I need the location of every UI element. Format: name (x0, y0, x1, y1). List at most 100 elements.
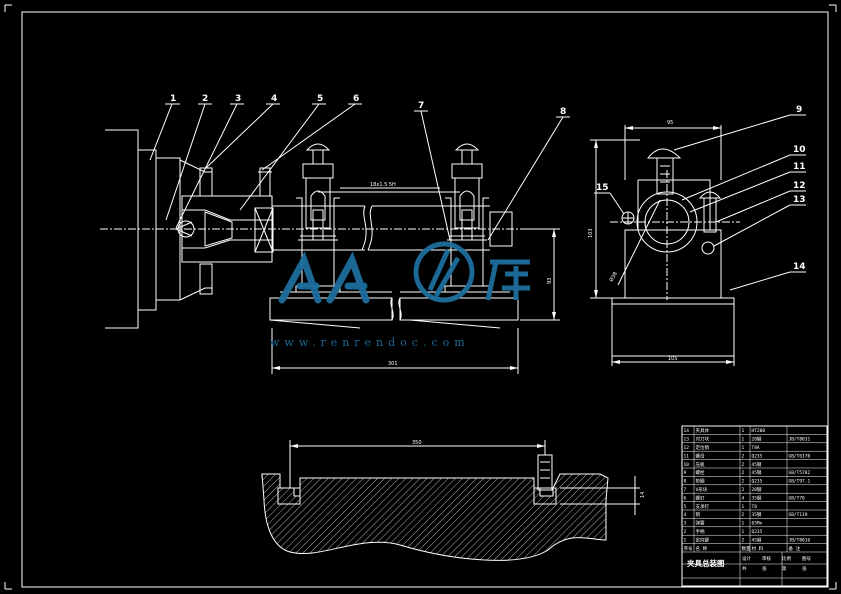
tb-label: 设计 (742, 555, 751, 562)
balloon-4: 4 (271, 94, 277, 104)
tb-label: 张 (802, 565, 807, 572)
tb-cell-no: 12 (684, 445, 690, 451)
tb-cell-no: 10 (684, 462, 690, 468)
tb-cell-material: HT200 (752, 428, 766, 434)
tb-cell-note: GB/T119 (789, 512, 808, 518)
dim-side-width: 95 (667, 120, 673, 126)
balloon-12: 12 (793, 181, 806, 191)
tb-cell-name: 手柄 (696, 528, 705, 535)
tb-cell-name: 螺钉 (696, 494, 705, 501)
tb-label: 第 (782, 565, 787, 572)
balloon-3: 3 (235, 94, 241, 104)
dim-side-base: 105 (668, 356, 678, 362)
balloon-13: 13 (793, 195, 806, 205)
tb-cell-qty: 1 (742, 445, 745, 451)
tb-cell-qty: 4 (742, 495, 745, 501)
tb-cell-material: Q235 (752, 529, 763, 535)
dim-thread: 18x1.5 5H (370, 182, 396, 188)
tb-cell-qty: 2 (742, 453, 745, 459)
tb-cell-name: 夹具体 (696, 427, 710, 434)
tb-cell-name: 螺母 (696, 452, 705, 459)
tb-cell-qty: 2 (742, 512, 745, 518)
tb-cell-name: 弹簧 (696, 520, 705, 527)
tb-cell-name: 垫圈 (696, 478, 705, 485)
tb-cell-material: 材 料 (752, 545, 764, 552)
side-view: Ø38 95 103 105 (588, 120, 740, 366)
tb-cell-no: 1 (684, 537, 687, 543)
tb-cell-no: 14 (684, 428, 690, 434)
tb-cell-no: 4 (684, 512, 687, 518)
tb-cell-name: 定向键 (696, 536, 710, 543)
tb-cell-qty: 2 (742, 487, 745, 493)
balloon-9: 9 (796, 105, 802, 115)
balloon-8: 8 (560, 107, 566, 117)
watermark: www.renrendoc.com (270, 241, 530, 349)
tb-cell-no: 序号 (684, 545, 693, 552)
balloon-7: 7 (418, 101, 424, 111)
balloon-1: 1 (170, 94, 176, 104)
dim-hole-dia: Ø38 (608, 271, 619, 283)
tb-cell-no: 3 (684, 521, 687, 527)
sheet-border (21, 11, 829, 588)
tb-cell-note: GB/T70 (789, 495, 806, 501)
tb-cell-qty: 1 (742, 437, 745, 443)
tb-cell-note: JB/T8016 (789, 537, 811, 543)
front-leaders (149, 103, 570, 241)
tb-cell-material: Q235 (752, 479, 763, 485)
tb-cell-material: 65Mn (752, 521, 763, 527)
balloon-15: 15 (596, 183, 609, 193)
tb-cell-qty: 2 (742, 537, 745, 543)
tb-cell-no: 5 (684, 504, 687, 510)
drawing-title: 夹具总装图 (687, 558, 725, 568)
tb-label: 比例 (782, 555, 791, 562)
balloon-5: 5 (317, 94, 323, 104)
balloon-6: 6 (353, 94, 359, 104)
tb-label: 图号 (802, 556, 811, 562)
tb-cell-note: GB/T6170 (789, 453, 811, 459)
tb-cell-name: 对刀块 (696, 436, 710, 443)
tb-cell-qty: 1 (742, 521, 745, 527)
tb-cell-no: 2 (684, 529, 687, 535)
watermark-url: www.renrendoc.com (270, 336, 470, 349)
balloon-11: 11 (793, 162, 806, 172)
tb-label: 张 (762, 565, 767, 572)
side-leaders (594, 114, 806, 291)
balloon-14: 14 (793, 262, 806, 272)
tb-cell-qty: 2 (742, 479, 745, 485)
tb-cell-qty: 1 (742, 428, 745, 434)
tb-label: 审核 (762, 555, 771, 562)
tb-cell-no: 13 (684, 437, 690, 443)
tb-cell-name: 名 称 (696, 545, 708, 552)
tb-cell-material: 45钢 (752, 536, 762, 543)
section-view: 350 14 (261, 440, 646, 561)
dim-side-height: 103 (588, 228, 594, 238)
tb-cell-note: JB/T8031 (789, 437, 811, 443)
balloon-2: 2 (202, 94, 208, 104)
tb-cell-material: T8 (752, 504, 758, 510)
front-view: 301 93 18x1.5 5H (100, 129, 560, 374)
tb-cell-material: Q235 (752, 453, 763, 459)
tb-cell-qty: 2 (742, 462, 745, 468)
tb-cell-qty: 1 (742, 529, 745, 535)
tb-cell-no: 6 (684, 495, 687, 501)
dim-section-length: 350 (412, 440, 422, 446)
tb-cell-no: 11 (684, 453, 690, 459)
balloon-10: 10 (793, 145, 806, 155)
tb-label: 共 (742, 565, 747, 572)
tb-cell-name: 支承钉 (696, 503, 710, 510)
dim-section-depth: 14 (640, 492, 646, 498)
tb-cell-no: 8 (684, 479, 687, 485)
tb-cell-note: 备 注 (789, 545, 801, 552)
tb-cell-note: GB/T5782 (789, 470, 811, 476)
tb-cell-note: GB/T97.1 (789, 479, 811, 485)
tb-cell-name: 定位销 (696, 444, 710, 451)
dim-height-front: 93 (547, 278, 553, 284)
tb-cell-material: 20钢 (752, 436, 762, 443)
tb-cell-qty: 2 (742, 470, 745, 476)
tb-cell-name: 螺栓 (696, 469, 705, 476)
tb-cell-qty: 数量 (742, 545, 751, 552)
tb-cell-material: 35钢 (752, 494, 762, 501)
tb-cell-material: T8A (752, 445, 760, 451)
